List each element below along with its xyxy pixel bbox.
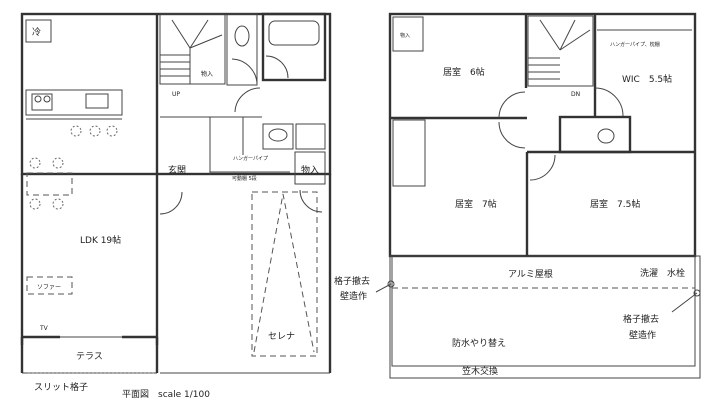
coping-label: 笠木交換 bbox=[462, 365, 498, 377]
room6-door bbox=[498, 91, 526, 119]
wic-label: WIC 5.5帖 bbox=[622, 73, 672, 85]
toilet-icon-2f bbox=[597, 128, 615, 144]
fridge-label: 冷 bbox=[32, 26, 41, 38]
lattice-left-label: 格子撤去 bbox=[334, 275, 370, 287]
entry-storage bbox=[294, 151, 326, 185]
car-label: セレナ bbox=[268, 331, 295, 342]
sink-icon bbox=[85, 93, 109, 109]
wall-left-label: 壁造作 bbox=[340, 290, 367, 302]
laundry-faucet-label: 洗濯 水栓 bbox=[640, 267, 685, 279]
sofa bbox=[26, 276, 73, 295]
second-floor-plan: 物入 居室 6帖 DN ハンガーパイプ、枕棚 WIC 5.5帖 居室 7帖 居室… bbox=[334, 12, 701, 379]
stove-icon bbox=[31, 93, 53, 111]
washing-machine bbox=[295, 123, 326, 150]
lattice-right-label: 格子撤去 bbox=[623, 313, 659, 325]
stair-treads bbox=[160, 19, 223, 77]
toilet-icon bbox=[234, 25, 250, 47]
stair-storage-label: 物入 bbox=[201, 70, 213, 78]
toilet-room-2f bbox=[558, 115, 632, 154]
sofa-label: ソファー bbox=[37, 284, 61, 291]
closet-room7 bbox=[392, 119, 426, 187]
car-outline bbox=[251, 191, 318, 357]
hanger-shelf-label: ハンガーパイプ、枕棚 bbox=[610, 41, 660, 48]
room-7-label: 居室 7帖 bbox=[455, 198, 497, 210]
bathtub-icon bbox=[268, 20, 320, 46]
room-75-label: 居室 7.5帖 bbox=[590, 198, 640, 210]
hanger-pipe-label: ハンガーパイプ bbox=[233, 155, 268, 162]
room75-door bbox=[529, 154, 556, 181]
bar-stools bbox=[70, 125, 118, 137]
ldk-label: LDK 19帖 bbox=[80, 234, 121, 246]
movable-shelf-label: 可動棚 5段 bbox=[232, 175, 257, 182]
slit-lattice-label: スリット格子 bbox=[34, 381, 88, 393]
toilet-door bbox=[231, 58, 258, 85]
stairs-2f bbox=[527, 15, 594, 87]
closet-room6 bbox=[392, 16, 424, 52]
first-floor-plan: 冷 LDK 19帖 ソファー TV テラス スリット格子 平面図 scale 1… bbox=[20, 12, 332, 400]
bathroom bbox=[261, 12, 327, 82]
wall-right-label: 壁造作 bbox=[629, 329, 656, 341]
waterproof-label: 防水やり替え bbox=[452, 337, 506, 349]
aluminum-roof-label: アルミ屋根 bbox=[508, 268, 553, 280]
washroom-door bbox=[234, 87, 261, 113]
toilet-room-1f bbox=[226, 13, 258, 86]
tv-label: TV bbox=[39, 325, 49, 332]
kitchen-counter bbox=[25, 89, 123, 116]
room7-door bbox=[498, 121, 526, 149]
plan-title: 平面図 scale 1/100 bbox=[122, 389, 210, 400]
stairs-1f bbox=[159, 13, 226, 85]
closet-label: 物入 bbox=[400, 32, 410, 39]
dining-table bbox=[26, 157, 73, 210]
second-floor-outer-wall bbox=[388, 12, 697, 258]
entry-storage-label: 物入 bbox=[301, 164, 319, 176]
washbasin bbox=[262, 123, 294, 150]
up-label: UP bbox=[172, 91, 180, 98]
dn-label: DN bbox=[571, 91, 580, 98]
fridge bbox=[25, 19, 52, 43]
entrance-label: 玄関 bbox=[168, 164, 186, 176]
room-6-label: 居室 6帖 bbox=[443, 66, 485, 78]
terrace-label: テラス bbox=[76, 351, 103, 362]
entrance-door bbox=[159, 191, 183, 215]
